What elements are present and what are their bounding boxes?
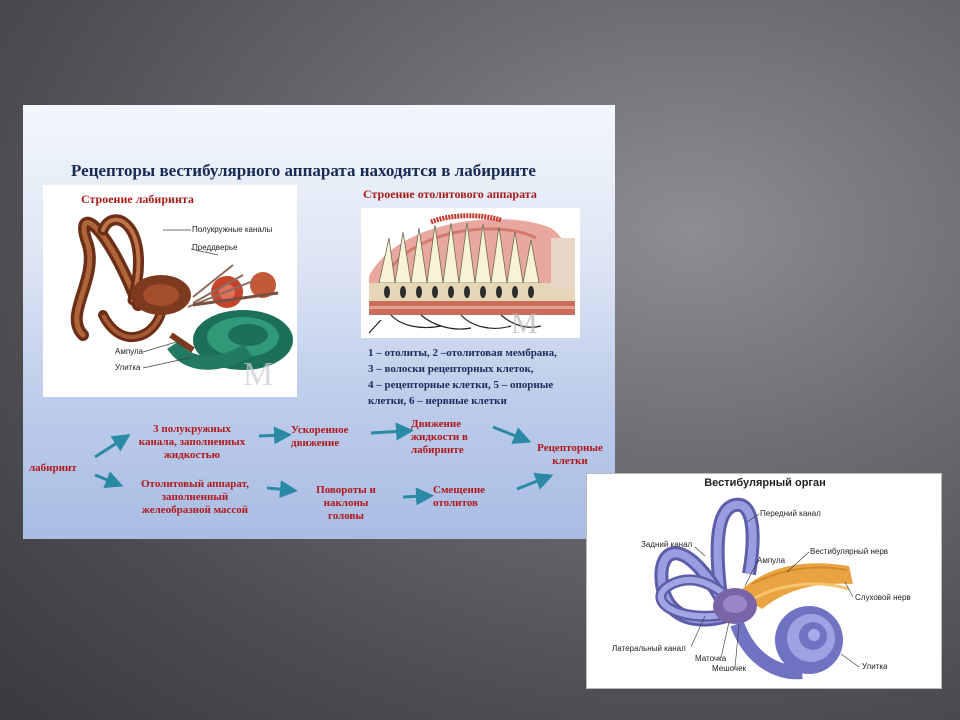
arrow [94,471,124,489]
flow-turns: Повороты и наклоны головы [306,484,386,523]
caption-line: 3 – волоски рецепторных клеток, [368,363,534,375]
arrow [266,480,298,499]
flow-text: движение [291,437,340,449]
flow-text: Движение [411,418,462,430]
label-semicircular-canals: Полукружные каналы [192,225,273,234]
otolith-illustration: M [368,213,575,340]
flow-text: клетки [552,455,588,467]
flow-text: заполненный [161,491,229,503]
arrow [402,487,434,506]
otolith-figure: M [361,208,580,340]
labyrinth-heading: Строение лабиринта [81,192,194,206]
flow-text: канала, заполненных [138,436,246,448]
caption-line: 4 – рецепторные клетки, 5 – опорные [368,379,554,391]
caption-line: 1 – отолиты, 2 –отолитовая мембрана, [368,347,557,359]
flow-text: 3 полукружных [153,423,231,435]
label-ampulla: Ампула [115,347,144,356]
arrow [258,426,292,445]
vestibular-title: Вестибулярный орган [704,477,826,489]
label-vestibular-nerve: Вестибулярный нерв [810,547,889,556]
flow-arrows [94,422,554,506]
svg-text:M: M [243,356,273,393]
flow-otolith-apparatus: Отолитовый аппарат, заполненный желеобра… [127,478,263,517]
vestibular-illustration [654,497,860,680]
arrow [492,425,532,445]
label-saccule: Мешочек [712,664,747,673]
flow-text: головы [327,510,364,522]
label-posterior-canal: Задний канал [641,540,693,549]
flow-text: желеобразной массой [141,504,249,516]
slide-title: Рецепторы вестибулярного аппарата находя… [71,161,536,180]
flow-accelerated: Ускоренное движение [291,424,381,450]
flow-text: Рецепторные [537,442,603,454]
flow-shift: Смещение отолитов [433,484,503,510]
label-cochlea: Улитка [862,662,888,671]
flow-text: жидкости в [411,431,468,443]
flow-canals: 3 полукружных канала, заполненных жидкос… [127,423,257,462]
flow-receptors: Рецепторные клетки [525,442,615,468]
flow-text: наклоны [323,497,369,509]
otolith-caption: 1 – отолиты, 2 –отолитовая мембрана, 3 –… [368,345,608,409]
flow-text: Повороты и [316,484,376,496]
arrow [516,472,554,491]
svg-text:M: M [511,307,538,338]
slide-panel: Рецепторы вестибулярного аппарата находя… [23,105,615,539]
flow-text: Ускоренное [291,424,349,436]
otolith-heading: Строение отолитового аппарата [363,187,537,201]
vestibular-organ-figure: Вестибулярный орган [586,473,942,689]
flow-text: жидкостью [163,449,221,461]
flow-labyrinth: лабиринт [29,462,77,475]
flow-text: Смещение [433,484,486,496]
label-utricle: Маточка [695,654,727,663]
arrow [94,434,131,459]
label-ampulla: Ампула [757,556,786,565]
label-anterior-canal: Передний канал [760,509,821,518]
labyrinth-figure: Строение лабиринта M [43,185,297,397]
label-cochlea: Улитка [115,363,141,372]
label-vestibule: Преддверье [192,243,238,252]
flow-text: Отолитовый аппарат, [141,478,249,490]
caption-line: клетки, 6 – нервные клетки [368,395,507,407]
arrow [370,422,414,441]
label-auditory-nerve: Слуховой нерв [855,593,911,602]
labyrinth-illustration: M [70,214,293,393]
flow-text: лабиринт [29,462,77,474]
flow-text: отолитов [433,497,478,509]
flow-text: лабиринте [411,444,464,456]
flow-fluid: Движение жидкости в лабиринте [411,418,491,457]
label-lateral-canal: Латеральный канал [612,644,686,653]
